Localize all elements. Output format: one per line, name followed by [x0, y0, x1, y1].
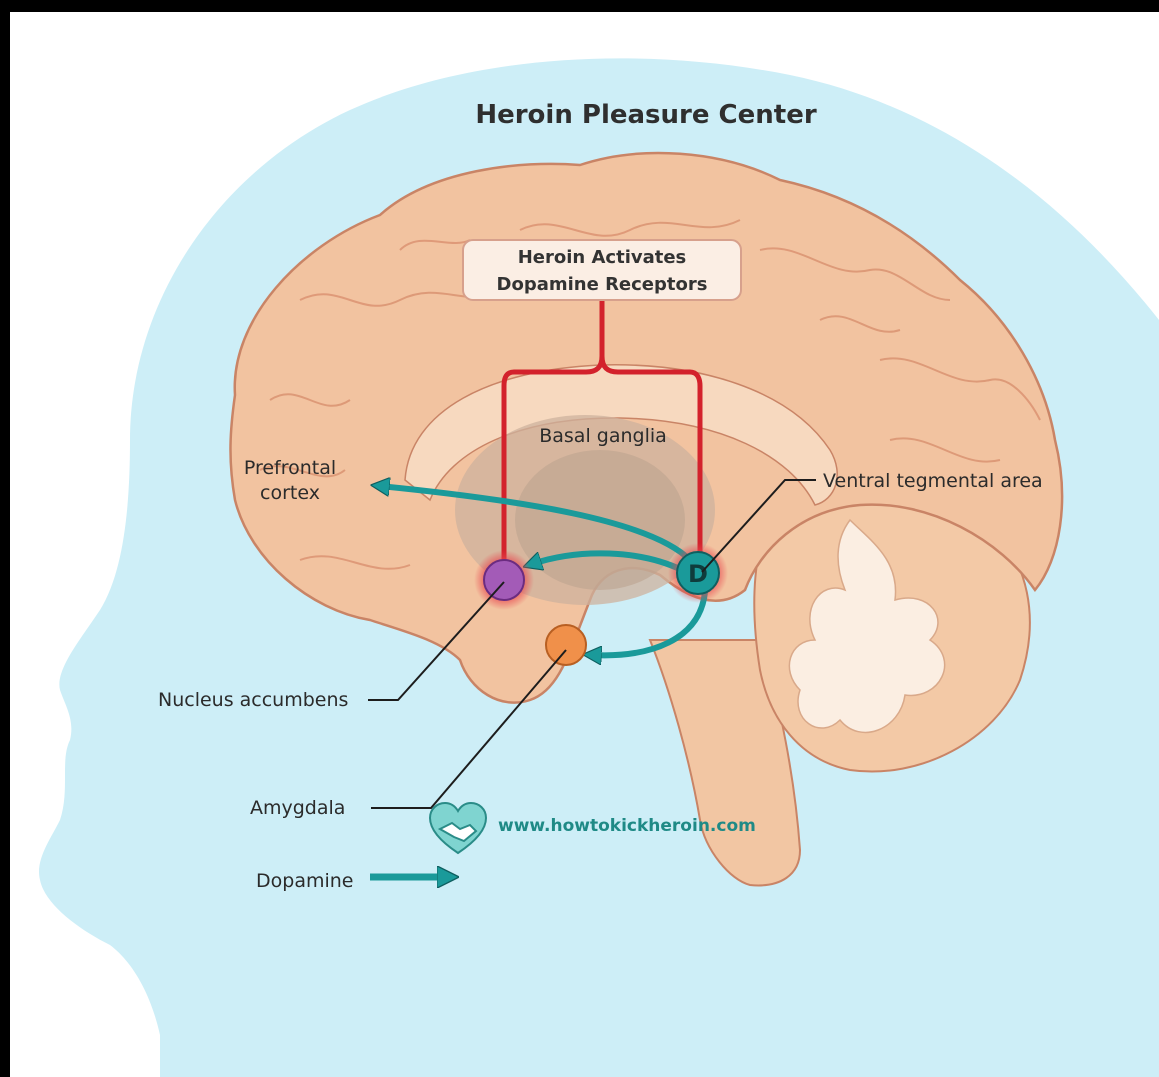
nucleus-accumbens-marker — [484, 560, 524, 600]
prefrontal-label-line2: cortex — [260, 482, 320, 504]
basal-ganglia-label: Basal ganglia — [539, 425, 667, 447]
callout-line2: Dopamine Receptors — [497, 274, 708, 295]
callout-line1: Heroin Activates — [518, 247, 687, 268]
amygdala-marker — [546, 625, 586, 665]
vta-marker-letter: D — [688, 560, 708, 588]
amygdala-label: Amygdala — [250, 797, 345, 819]
website-link[interactable]: www.howtokickheroin.com — [498, 816, 756, 836]
prefrontal-label-line1: Prefrontal — [244, 457, 336, 479]
diagram-title: Heroin Pleasure Center — [475, 100, 816, 130]
vta-label: Ventral tegmental area — [823, 470, 1043, 492]
dopamine-legend-label: Dopamine — [256, 870, 353, 892]
nucleus-accumbens-label: Nucleus accumbens — [158, 689, 348, 711]
